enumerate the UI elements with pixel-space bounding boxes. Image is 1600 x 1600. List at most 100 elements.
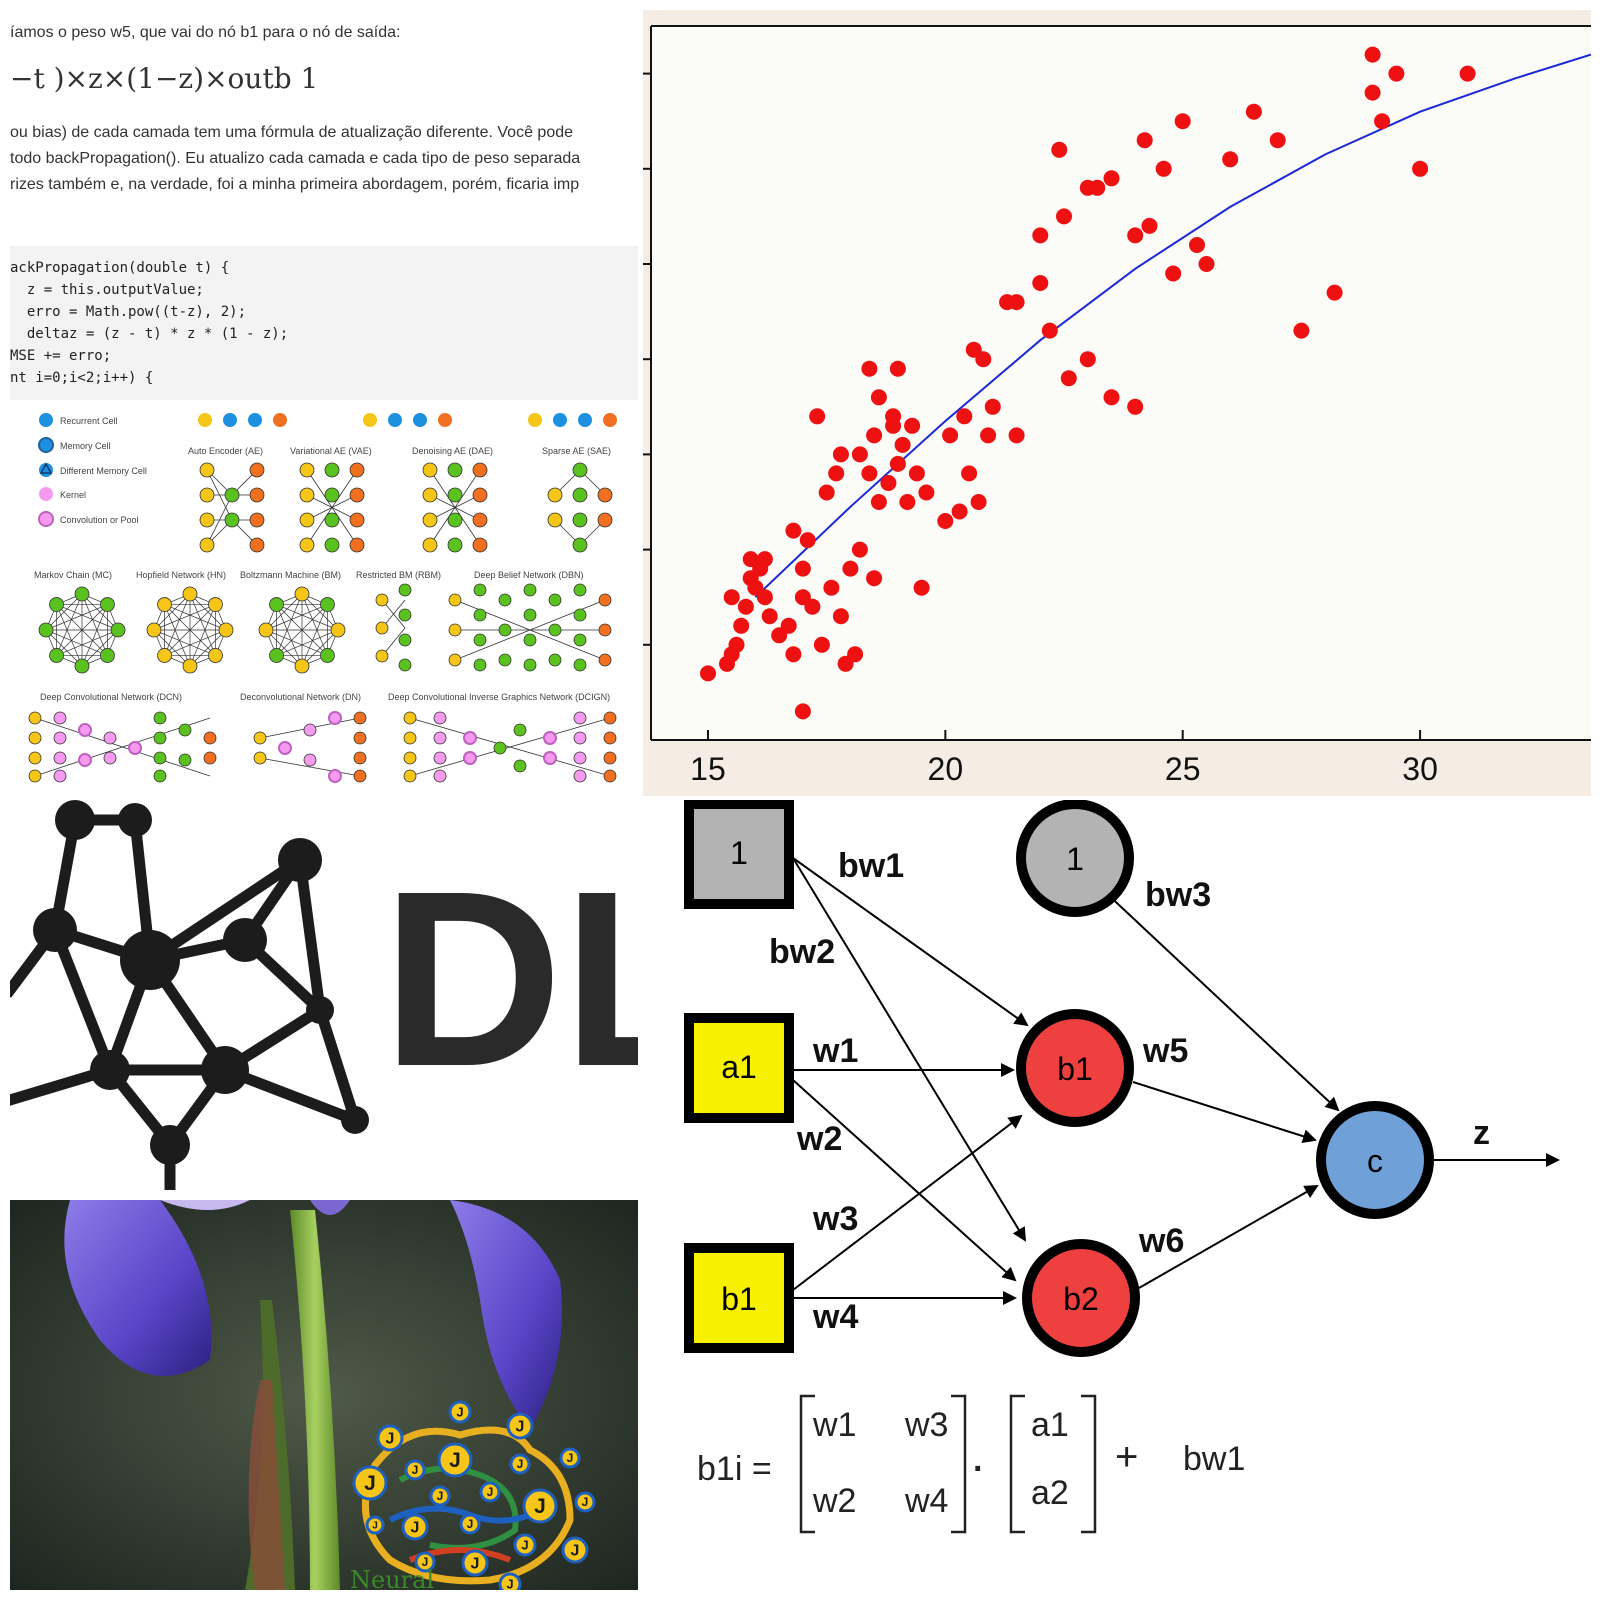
data-point: [1032, 227, 1049, 244]
logo-node-label: J: [386, 1430, 395, 1447]
logo-node: [401, 1513, 429, 1541]
rbm-dbn-diagrams: [375, 583, 612, 672]
logo-node: [365, 1515, 385, 1535]
data-point: [1032, 275, 1049, 291]
data-point: [813, 636, 830, 653]
data-point: [984, 398, 1001, 415]
data-point: [961, 465, 978, 482]
data-point: [951, 503, 968, 520]
data-point: [1155, 160, 1172, 177]
ring-node: [157, 597, 172, 612]
data-point: [1008, 427, 1025, 444]
ring-node: [100, 648, 115, 663]
logo-node-label: J: [467, 1517, 474, 1531]
code-line: ackPropagation(double t) {: [10, 260, 230, 276]
data-point: [832, 446, 849, 463]
data-point: [785, 522, 802, 539]
data-point: [1388, 65, 1405, 82]
edge-bw2: [792, 857, 1027, 1242]
data-point: [870, 494, 887, 510]
ring-node: [38, 622, 54, 638]
data-point: [918, 484, 935, 501]
output-node-c: c: [1316, 1101, 1434, 1219]
code-line: nt i=0;i<2;i++) {: [10, 370, 154, 386]
graph-nodes: [33, 800, 369, 1165]
logo-node: [561, 1536, 589, 1564]
legend-label: Memory Cell: [60, 441, 111, 451]
legend-label: Convolution or Pool: [60, 515, 139, 525]
data-point: [842, 560, 859, 577]
ring-edge: [45, 629, 83, 667]
data-point: [851, 446, 868, 463]
data-point: [889, 455, 906, 472]
ring-edge: [56, 604, 119, 631]
ring-node: [258, 622, 274, 638]
x-tick-label: 15: [690, 751, 726, 787]
logo-node: [429, 1485, 451, 1507]
logo-node: [522, 1488, 558, 1524]
autoencoder-diagrams: [199, 462, 613, 553]
matrix-cell: w3: [904, 1406, 948, 1444]
data-point: [1412, 160, 1429, 177]
logo-node: [513, 1533, 537, 1557]
node-label: 1: [1066, 841, 1084, 877]
data-point: [1051, 141, 1068, 158]
node-label: b1: [1057, 1051, 1093, 1087]
ring-node: [208, 648, 223, 663]
data-point: [723, 589, 740, 606]
ring-node: [157, 648, 172, 663]
weight-label: z: [1473, 1114, 1490, 1152]
ring-edge: [276, 604, 328, 656]
ring-network-diagrams: [38, 586, 346, 674]
ring-node: [100, 597, 115, 612]
edge-w6: [1138, 1185, 1319, 1289]
data-point: [1060, 370, 1077, 387]
ring-node: [146, 622, 162, 638]
edge-w2: [792, 1079, 1017, 1282]
logo-node: [414, 1551, 436, 1573]
hidden-bias-node: 1: [1016, 800, 1134, 917]
data-point: [780, 617, 797, 634]
data-point: [1136, 132, 1153, 149]
data-point: [956, 408, 973, 425]
data-point: [794, 560, 811, 577]
ring-node: [330, 622, 346, 638]
logo-node-label: J: [517, 1457, 524, 1471]
code-line: MSE += erro;: [10, 348, 112, 364]
matrix-cell: w1: [812, 1406, 856, 1444]
data-point: [904, 417, 921, 434]
data-point: [733, 617, 750, 634]
weight-label: w1: [812, 1032, 858, 1070]
logo-node-label: J: [364, 1472, 376, 1495]
ring-node: [218, 622, 234, 638]
data-point: [809, 408, 826, 425]
equation-lhs: b1i =: [697, 1450, 772, 1488]
data-point: [728, 636, 745, 653]
data-point: [1174, 113, 1191, 130]
network-title: Variational AE (VAE): [290, 446, 372, 456]
edges: [792, 857, 1560, 1305]
dl-text: DL: [382, 839, 638, 1118]
data-point: [1293, 322, 1310, 339]
data-point: [1245, 103, 1262, 120]
weight-label: bw1: [838, 847, 904, 885]
article-paragraph-line: todo backPropagation(). Eu atualizo cada…: [10, 150, 581, 167]
network-title: Deconvolutional Network (DN): [240, 692, 361, 702]
data-point: [823, 579, 840, 596]
network-title: Deep Convolutional Inverse Graphics Netw…: [388, 692, 610, 702]
data-point: [880, 475, 897, 491]
dl-logo: DL: [10, 800, 638, 1190]
ring-edge: [164, 604, 191, 667]
data-point: [851, 541, 868, 558]
logo-node-label: J: [567, 1451, 574, 1465]
weight-label: w4: [812, 1298, 858, 1336]
x-tick-label: 20: [928, 751, 964, 787]
logo-node: [376, 1424, 404, 1452]
logo-node-label: J: [516, 1418, 525, 1435]
data-point: [799, 532, 816, 549]
data-point: [1127, 227, 1144, 244]
data-point: [1189, 237, 1205, 253]
data-point: [1459, 65, 1476, 82]
data-point: [942, 427, 959, 444]
data-point: [870, 389, 887, 406]
